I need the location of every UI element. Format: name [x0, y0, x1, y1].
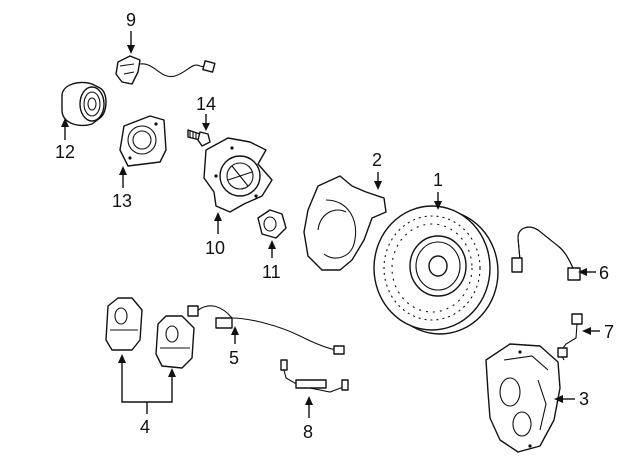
- callout-7-label: 7: [604, 322, 614, 342]
- callout-3-label: 3: [579, 389, 589, 409]
- callout-4: 4: [118, 354, 176, 437]
- callout-10-label: 10: [205, 238, 225, 258]
- callout-3: 3: [554, 389, 589, 409]
- part-4-brake-pads: [105, 297, 195, 369]
- part-11-nut: [257, 209, 287, 239]
- part-3-caliper: [485, 343, 561, 453]
- callout-2: 2: [372, 150, 382, 190]
- callout-8: 8: [303, 396, 313, 442]
- part-7-brake-line: [557, 313, 583, 361]
- part-9-abs-sensor: [115, 55, 216, 85]
- callout-12-label: 12: [55, 142, 75, 162]
- part-6-brake-hose: [511, 226, 581, 281]
- part-12-wheel-bearing: [61, 81, 107, 127]
- callout-8-label: 8: [303, 422, 313, 442]
- part-1-brake-rotor: [373, 205, 499, 335]
- callout-5-label: 5: [229, 348, 239, 368]
- callout-9: 9: [126, 10, 136, 54]
- callout-6-label: 6: [599, 263, 609, 283]
- callout-6: 6: [578, 263, 609, 283]
- callout-11: 11: [262, 240, 281, 282]
- callout-13-label: 13: [112, 191, 132, 211]
- callout-12: 12: [55, 118, 75, 162]
- callout-13: 13: [112, 166, 132, 211]
- callout-11-label: 11: [262, 262, 281, 282]
- callout-1-label: 1: [433, 170, 443, 190]
- part-8-wear-sensor: [280, 359, 349, 393]
- part-2-dust-shield: [303, 175, 387, 271]
- callout-14-label: 14: [196, 94, 216, 114]
- part-5-wear-sensor: [187, 305, 345, 355]
- callout-5: 5: [229, 326, 239, 368]
- callout-9-label: 9: [126, 10, 136, 30]
- part-10-hub-carrier: [203, 137, 273, 213]
- part-13-shield: [119, 115, 167, 167]
- part-14-bolt: [187, 129, 211, 147]
- callout-7: 7: [582, 322, 614, 342]
- callout-2-label: 2: [372, 150, 382, 170]
- callout-10: 10: [205, 212, 225, 258]
- callout-14: 14: [196, 94, 216, 131]
- callout-4-label: 4: [140, 417, 150, 437]
- callout-1: 1: [433, 170, 443, 210]
